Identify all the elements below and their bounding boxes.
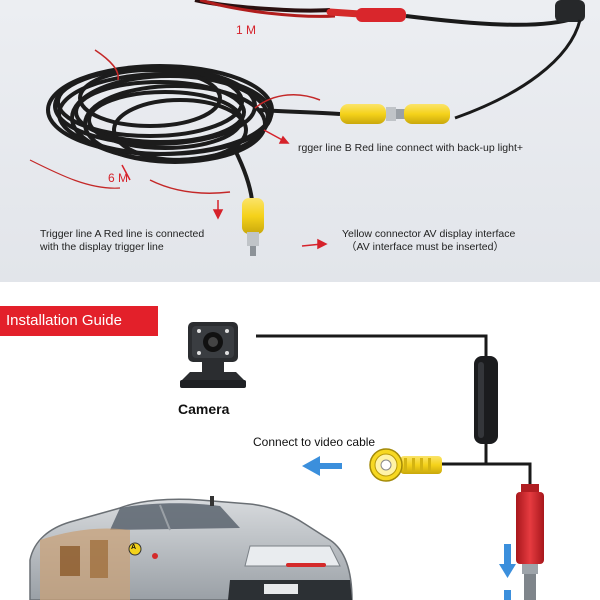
label-6m: 6 M: [108, 171, 129, 185]
trigger-wire-a: [149, 179, 231, 194]
rca-yellow-pair: [340, 104, 450, 124]
connect-arrow: [302, 456, 342, 476]
guide-red-connector: [516, 484, 544, 600]
cable-junction: [474, 356, 498, 444]
trigger-b-annotation: rgger line B Red line connect with back-…: [298, 142, 524, 154]
rca-yellow-plug: [242, 198, 264, 256]
trigger-wire-a-loose: [29, 159, 121, 189]
guide-rca-yellow: [369, 448, 442, 482]
guide-cable: [256, 334, 532, 484]
insert-arrow: [499, 544, 516, 600]
yellow-connector-annotation-line1: Yellow connector AV display interface: [342, 228, 516, 240]
car-illustration: [29, 496, 353, 600]
trigger-a-annotation-line1: Trigger line A Red line is connected: [40, 228, 205, 240]
trigger-a-annotation-line2: with the display trigger line: [40, 241, 164, 253]
trigger-wire-a-top: [94, 49, 119, 81]
cable-1m: [194, 0, 585, 27]
product-photo-background: [0, 0, 600, 282]
label-1m: 1 M: [236, 23, 257, 37]
connect-video-cable-label: Connect to video cable: [253, 435, 376, 449]
trigger-wire-b: [254, 94, 321, 109]
yellow-connector-annotation-line2: （AV interface must be inserted）: [346, 241, 504, 253]
video-cable: [454, 19, 582, 120]
installation-guide-banner: Installation Guide: [0, 306, 158, 336]
camera-label: Camera: [178, 401, 230, 417]
camera-device: [180, 322, 246, 388]
car-marker-a: A: [131, 544, 137, 551]
cable-coil-6m: [46, 64, 341, 201]
section-divider: [0, 282, 600, 300]
annotation-arrows: [121, 129, 328, 250]
